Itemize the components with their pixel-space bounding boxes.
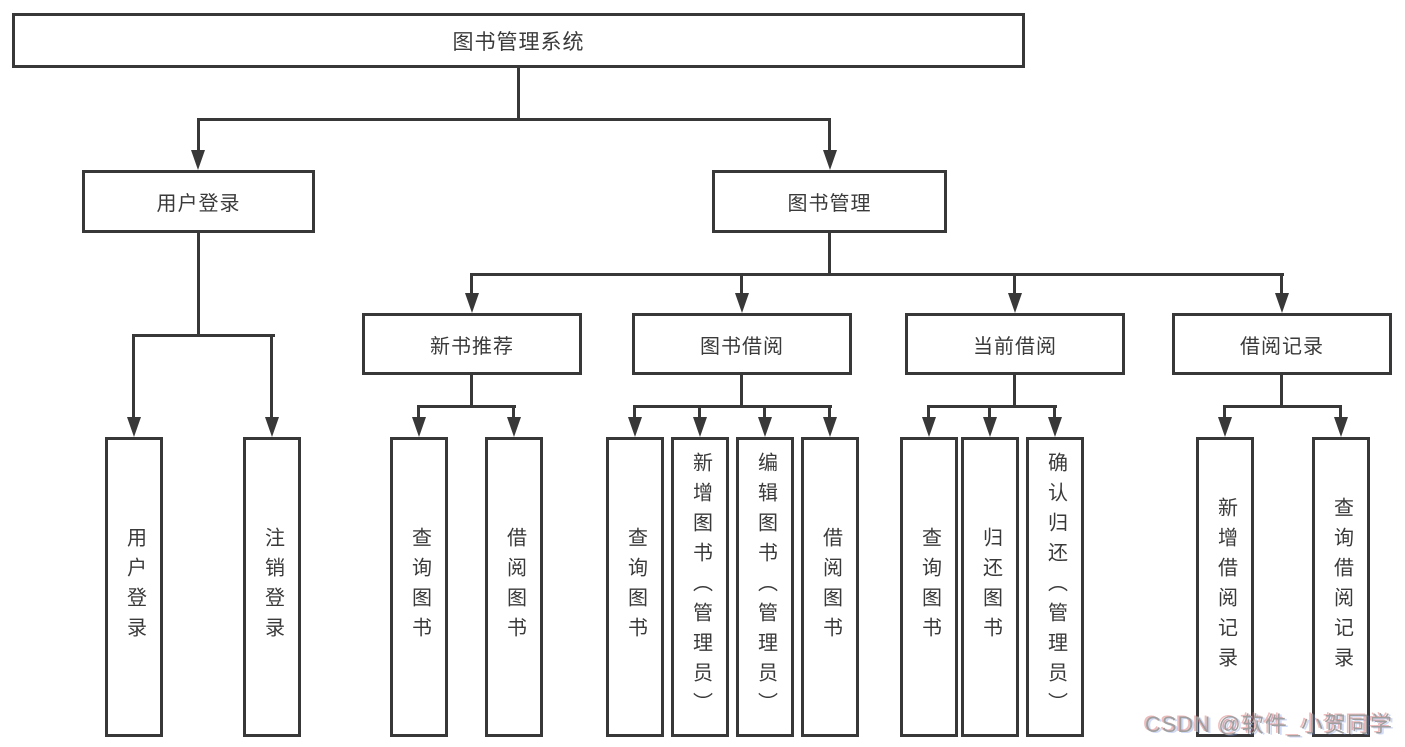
connector-drop-leaf [1223, 405, 1226, 419]
node-borrow-record: 借阅记录 [1172, 313, 1392, 375]
arrowhead-down-icon [507, 417, 521, 437]
arrowhead-down-icon [465, 293, 479, 313]
arrowhead-down-icon [823, 417, 837, 437]
connector-drop-new-book-recommend [470, 273, 473, 295]
connector-drop-borrow-record [1280, 273, 1283, 295]
node-user-login-label: 用户登录 [156, 193, 241, 215]
leaf-query-book-borrow: 查询图书 [606, 437, 664, 737]
connector-borrow-record-bus [1224, 405, 1342, 408]
connector-root-stem [517, 68, 520, 120]
node-root: 图书管理系统 [12, 13, 1025, 68]
connector-drop-leaf-logout [270, 334, 273, 419]
leaf-add-borrow-record-label: 新增借阅记录 [1214, 497, 1237, 677]
leaf-user-login: 用户登录 [105, 437, 163, 737]
connector-book-borrow-stem [740, 375, 743, 407]
connector-user-login-bus [133, 334, 275, 337]
connector-drop-leaf [763, 405, 766, 419]
arrowhead-down-icon [823, 150, 837, 170]
connector-book-management-bus [471, 273, 1284, 276]
connector-book-borrow-bus [634, 405, 832, 408]
arrowhead-down-icon [735, 293, 749, 313]
connector-drop-leaf [417, 405, 420, 419]
arrowhead-down-icon [127, 417, 141, 437]
leaf-query-book-borrow-label: 查询图书 [624, 527, 647, 647]
connector-borrow-record-stem [1280, 375, 1283, 407]
leaf-query-book-recommend-label: 查询图书 [408, 527, 431, 647]
leaf-edit-book-admin: 编辑图书（管理员） [736, 437, 794, 737]
leaf-confirm-return-admin: 确认归还（管理员） [1026, 437, 1084, 737]
leaf-borrow-book-recommend: 借阅图书 [485, 437, 543, 737]
connector-current-borrow-bus [928, 405, 1057, 408]
arrowhead-down-icon [758, 417, 772, 437]
arrowhead-down-icon [922, 417, 936, 437]
connector-drop-leaf [988, 405, 991, 419]
node-new-book-recommend-label: 新书推荐 [430, 335, 514, 358]
node-current-borrow-label: 当前借阅 [973, 335, 1057, 358]
arrowhead-down-icon [412, 417, 426, 437]
connector-drop-book-management [828, 118, 831, 152]
connector-new-book-recommend-bus [418, 405, 516, 408]
leaf-add-borrow-record: 新增借阅记录 [1196, 437, 1254, 737]
leaf-query-book-recommend: 查询图书 [390, 437, 448, 737]
connector-drop-leaf [633, 405, 636, 419]
connector-current-borrow-stem [1013, 375, 1016, 407]
connector-drop-leaf [927, 405, 930, 419]
csdn-watermark: CSDN @软件_小贺同学 [1144, 712, 1393, 737]
leaf-borrow-book-label: 借阅图书 [819, 527, 842, 647]
arrowhead-down-icon [191, 150, 205, 170]
arrowhead-down-icon [1218, 417, 1232, 437]
connector-drop-current-borrow [1013, 273, 1016, 295]
leaf-confirm-return-admin-label: 确认归还（管理员） [1044, 452, 1067, 722]
arrowhead-down-icon [693, 417, 707, 437]
arrowhead-down-icon [1008, 293, 1022, 313]
arrowhead-down-icon [1048, 417, 1062, 437]
arrowhead-down-icon [1275, 293, 1289, 313]
node-book-borrow-label: 图书借阅 [700, 335, 784, 358]
node-new-book-recommend: 新书推荐 [362, 313, 582, 375]
node-book-borrow: 图书借阅 [632, 313, 852, 375]
connector-drop-leaf [512, 405, 515, 419]
arrowhead-down-icon [983, 417, 997, 437]
connector-drop-user-login [197, 118, 200, 152]
leaf-borrow-book: 借阅图书 [801, 437, 859, 737]
connector-drop-leaf-user-login [132, 334, 135, 419]
connector-drop-leaf [1053, 405, 1056, 419]
leaf-logout-label: 注销登录 [261, 527, 284, 647]
node-user-login: 用户登录 [82, 170, 315, 233]
leaf-query-book-current: 查询图书 [900, 437, 958, 737]
leaf-edit-book-admin-label: 编辑图书（管理员） [754, 452, 777, 722]
leaf-query-book-current-label: 查询图书 [918, 527, 941, 647]
leaf-return-book: 归还图书 [961, 437, 1019, 737]
leaf-query-borrow-record-label: 查询借阅记录 [1330, 497, 1353, 677]
node-book-management: 图书管理 [712, 170, 947, 233]
leaf-logout: 注销登录 [243, 437, 301, 737]
node-book-management-label: 图书管理 [787, 193, 872, 215]
arrowhead-down-icon [1334, 417, 1348, 437]
connector-user-login-stem [197, 233, 200, 336]
connector-drop-book-borrow [740, 273, 743, 295]
connector-root-bus [197, 118, 831, 121]
connector-drop-leaf [828, 405, 831, 419]
connector-drop-leaf [698, 405, 701, 419]
leaf-add-book-admin-label: 新增图书（管理员） [689, 452, 712, 722]
connector-book-management-stem [828, 233, 831, 275]
leaf-query-borrow-record: 查询借阅记录 [1312, 437, 1370, 737]
node-borrow-record-label: 借阅记录 [1240, 335, 1324, 358]
arrowhead-down-icon [628, 417, 642, 437]
node-current-borrow: 当前借阅 [905, 313, 1125, 375]
arrowhead-down-icon [265, 417, 279, 437]
connector-drop-leaf [1339, 405, 1342, 419]
connector-new-book-recommend-stem [470, 375, 473, 407]
node-root-label: 图书管理系统 [452, 30, 585, 54]
leaf-borrow-book-recommend-label: 借阅图书 [503, 527, 526, 647]
leaf-return-book-label: 归还图书 [979, 527, 1002, 647]
leaf-add-book-admin: 新增图书（管理员） [671, 437, 729, 737]
leaf-user-login-label: 用户登录 [123, 527, 146, 647]
